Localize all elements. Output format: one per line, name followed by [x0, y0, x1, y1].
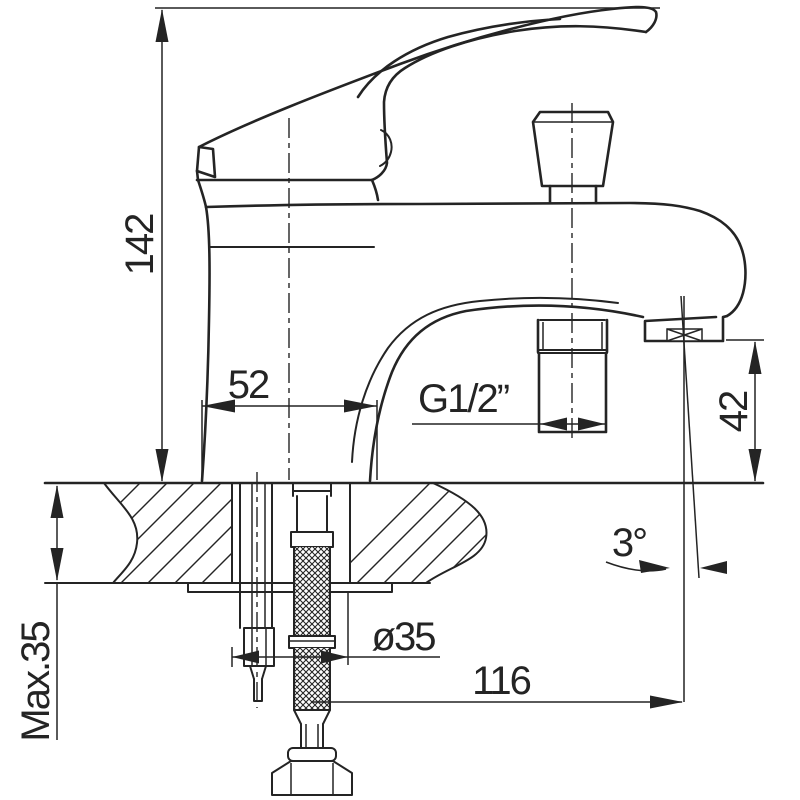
cap-indicator-notch [379, 129, 393, 167]
dim-max-deck-thickness-label: Max.35 [14, 622, 58, 742]
dim-spray-angle-label: 3° [612, 521, 646, 565]
hose-braid-upper [294, 547, 330, 636]
counter-break-wave-left [103, 482, 139, 584]
counter-break-wave-right [425, 482, 488, 584]
dim-spray-angle: 3° [605, 521, 727, 574]
faucet-body [200, 205, 211, 483]
mounting-stud [239, 482, 275, 702]
dim-thread-size: G1/2” [412, 377, 607, 431]
lever-handle [195, 5, 658, 182]
water-stream-line [680, 295, 700, 579]
counter-hatch-right [350, 483, 487, 583]
faucet-outline [195, 5, 747, 483]
dim-outlet-clearance-label: 42 [712, 391, 756, 432]
dim-overall-height-label: 142 [118, 214, 162, 275]
mounting-washer [187, 582, 393, 593]
shower-outlet-tail [536, 318, 609, 434]
dim-spout-reach-label: 116 [472, 659, 531, 703]
dim-base-width: 52 [201, 363, 378, 480]
aerator-outlet [643, 314, 729, 343]
dim-outlet-clearance: 42 [712, 339, 764, 482]
dim-spout-reach: 116 [311, 659, 683, 709]
supply-hose [271, 482, 353, 796]
diverter-knob [531, 110, 615, 205]
dim-hole-diameter-label: ø35 [372, 615, 436, 659]
dim-hole-diameter: ø35 [231, 592, 440, 667]
hose-collar-ring [287, 747, 337, 762]
hose-nut [271, 760, 353, 796]
dim-overall-height: 142 [118, 7, 660, 482]
dim-thread-size-label: G1/2” [418, 377, 509, 421]
handle-cap [195, 129, 393, 248]
counter-cross-section [43, 481, 765, 584]
dim-base-width-label: 52 [228, 363, 269, 407]
dim-max-deck-thickness: Max.35 [14, 485, 64, 742]
